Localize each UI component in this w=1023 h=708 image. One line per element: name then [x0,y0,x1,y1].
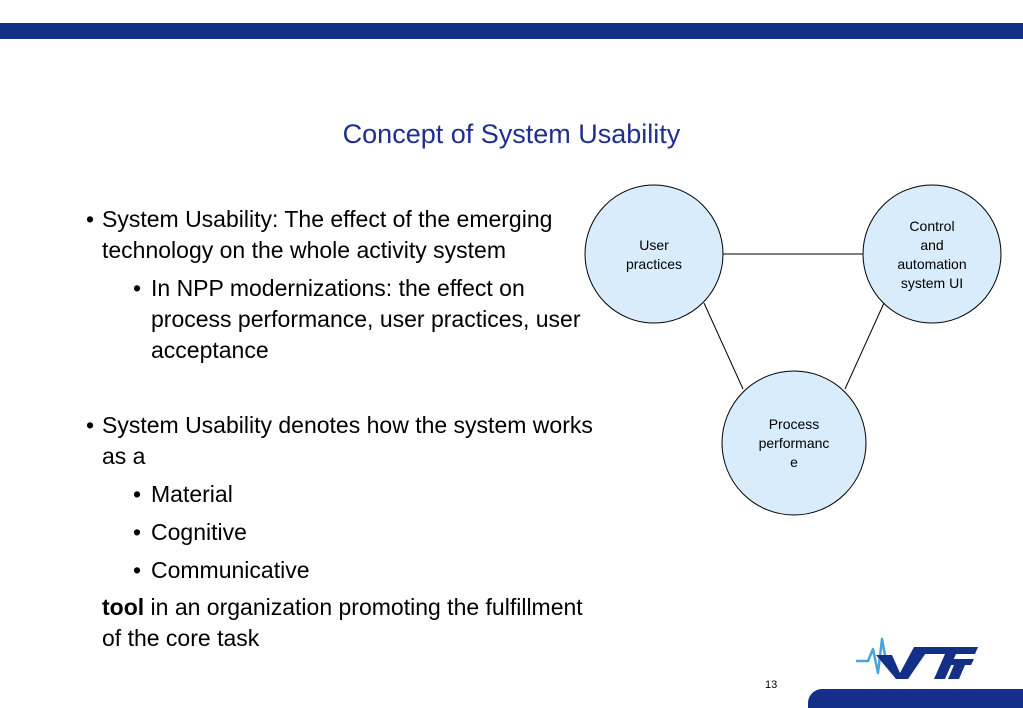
tool-paragraph: tool in an organization promoting the fu… [82,592,602,654]
bullet-system-usability-denotes: System Usability denotes how the system … [82,410,602,472]
node-control-automation [862,184,1002,324]
slide-title: Concept of System Usability [342,119,681,149]
footer-tab [808,689,1023,708]
node-label-user-practices: User practices [625,237,683,272]
node-label-control-automation: Control and automation system UI [897,218,967,291]
sub-bullet-cognitive: Cognitive [130,517,602,548]
sub-bullet-material: Material [130,479,602,510]
tool-rest-text: in an organization promoting the fulfill… [102,594,583,651]
node-label-process-performance: Process performanc e [758,416,830,470]
node-process-performance [721,370,867,516]
header-bar [0,23,1023,39]
vtt-logo-icon [856,637,978,679]
slide-content: System Usability: The effect of the emer… [82,204,602,654]
sub-bullet-npp-modernizations: In NPP modernizations: the effect on pro… [130,273,602,366]
sub-bullet-communicative: Communicative [130,555,602,586]
page-number: 13 [765,679,778,691]
edge-user-process [703,302,744,390]
edge-control-process [844,302,885,390]
bullet-system-usability-effect: System Usability: The effect of the emer… [82,204,602,266]
node-user-practices [584,184,724,324]
tool-bold-word: tool [102,594,145,620]
